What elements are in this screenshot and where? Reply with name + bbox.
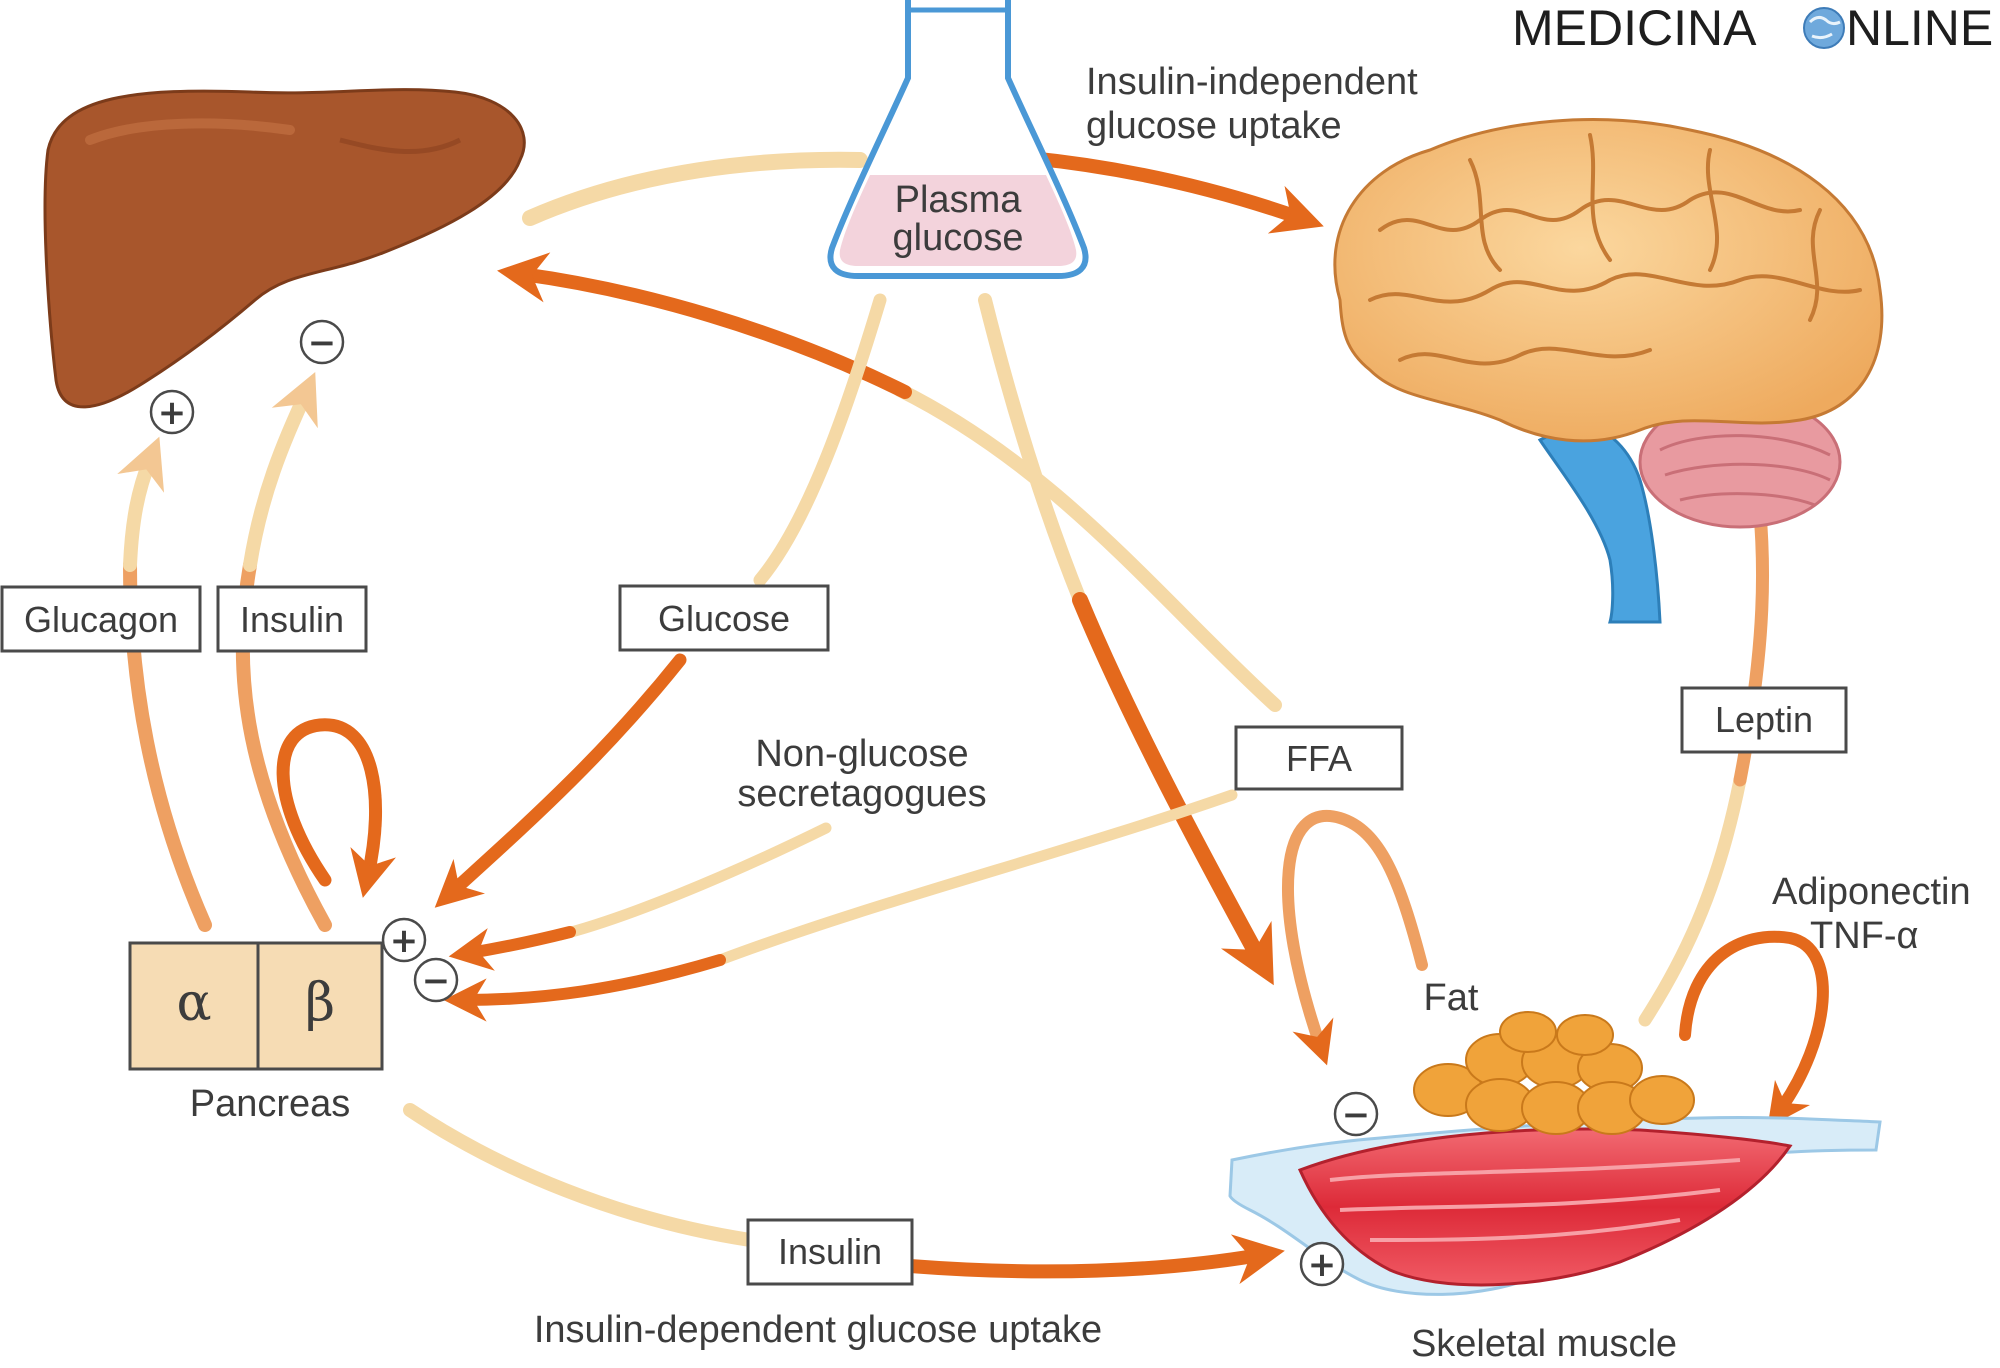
arrow-nonglucose-to-pancreas-head bbox=[448, 926, 576, 971]
arrow-fat-ffa-loop bbox=[1282, 810, 1428, 1066]
arrow-ffa-to-pancreas-head bbox=[443, 954, 726, 1022]
beta-label: β bbox=[305, 973, 335, 1033]
non-glucose-label-2: secretagogues bbox=[737, 773, 986, 815]
svg-text:−: − bbox=[422, 961, 451, 1001]
svg-text:Leptin: Leptin bbox=[1715, 699, 1813, 740]
skeletal-muscle bbox=[1228, 1115, 1882, 1296]
insulin-dependent-label: Insulin-dependent glucose uptake bbox=[534, 1309, 1102, 1351]
svg-text:Insulin: Insulin bbox=[778, 1231, 882, 1272]
glucagon-box: Glucagon bbox=[0, 585, 202, 653]
brain bbox=[1333, 118, 1884, 624]
arrow-beta-self-loop bbox=[276, 718, 396, 898]
globe-icon bbox=[1803, 7, 1845, 49]
beta-cell bbox=[256, 941, 384, 1071]
arrow-nonglucose-to-pancreas bbox=[554, 822, 832, 941]
fat-cells bbox=[1413, 1011, 1695, 1135]
insulin-independent-label-2: glucose uptake bbox=[1086, 105, 1342, 147]
watermark: MEDICINA NLINE bbox=[1512, 0, 1993, 56]
insulin-box-left: Insulin bbox=[216, 585, 368, 653]
arrow-fat-to-brain bbox=[1638, 773, 1747, 1027]
liver bbox=[43, 88, 526, 409]
arrow-plasma-to-brain bbox=[522, 151, 868, 226]
arrow-pancreas-to-muscle bbox=[403, 1103, 757, 1247]
leptin-box: Leptin bbox=[1680, 686, 1848, 754]
svg-text:−: − bbox=[1342, 1095, 1371, 1135]
pancreas-plus-sign: + bbox=[381, 917, 427, 963]
arrow-plasma-to-brain-head bbox=[1023, 151, 1324, 234]
fat-label: Fat bbox=[1424, 977, 1479, 1019]
arrow-adiponectin-loop bbox=[1679, 930, 1829, 1128]
pancreas: α β Pancreas bbox=[128, 941, 384, 1125]
alpha-label: α bbox=[176, 973, 211, 1033]
pancreas-label: Pancreas bbox=[190, 1083, 351, 1125]
arrow-plasma-to-pancreas bbox=[753, 293, 887, 587]
arrow-glucagon-to-liver-head bbox=[117, 436, 165, 572]
alpha-cell bbox=[128, 941, 260, 1071]
arrow-plasma-to-pancreas-head bbox=[434, 653, 687, 908]
liver-minus-sign: − bbox=[299, 319, 345, 365]
svg-text:FFA: FFA bbox=[1286, 738, 1352, 779]
arrow-pancreas-to-muscle-head bbox=[903, 1234, 1285, 1285]
arrow-ffa-to-pancreas bbox=[714, 789, 1238, 966]
tnf-alpha-label: TNF-α bbox=[1810, 915, 1919, 957]
muscle-minus-sign: − bbox=[1333, 1091, 1379, 1137]
svg-text:+: + bbox=[158, 393, 187, 433]
skeletal-muscle-label: Skeletal muscle bbox=[1411, 1323, 1677, 1365]
arrow-plasma-to-muscle-head bbox=[1072, 592, 1274, 986]
arrow-ffa-to-liver-head bbox=[497, 252, 912, 399]
muscle-plus-sign: + bbox=[1299, 1241, 1345, 1287]
non-glucose-label-1: Non-glucose bbox=[755, 733, 968, 775]
plasma-label-line1: Plasma bbox=[895, 179, 1023, 221]
svg-text:−: − bbox=[308, 323, 337, 363]
glucose-box: Glucose bbox=[618, 584, 830, 652]
liver-plus-sign: + bbox=[149, 389, 195, 435]
svg-text:+: + bbox=[1308, 1245, 1337, 1285]
arrow-plasma-to-muscle bbox=[978, 293, 1087, 607]
watermark-text-left: MEDICINA bbox=[1512, 0, 1757, 56]
insulin-independent-label-1: Insulin-independent bbox=[1086, 61, 1418, 103]
plasma-glucose-flask: Plasma glucose bbox=[827, 0, 1089, 279]
adiponectin-label: Adiponectin bbox=[1772, 871, 1971, 913]
arrow-insulin-to-liver-head bbox=[243, 371, 318, 572]
arrow-ffa-to-liver bbox=[893, 383, 1282, 712]
insulin-box-bottom: Insulin bbox=[746, 1218, 914, 1286]
svg-text:+: + bbox=[390, 921, 419, 961]
svg-text:Insulin: Insulin bbox=[240, 599, 344, 640]
ffa-box: FFA bbox=[1234, 725, 1404, 791]
svg-text:Glucose: Glucose bbox=[658, 598, 790, 639]
pancreas-minus-sign: − bbox=[413, 957, 459, 1003]
plasma-label-line2: glucose bbox=[893, 217, 1024, 259]
svg-text:Glucagon: Glucagon bbox=[24, 599, 178, 640]
watermark-text-right: NLINE bbox=[1846, 0, 1993, 56]
